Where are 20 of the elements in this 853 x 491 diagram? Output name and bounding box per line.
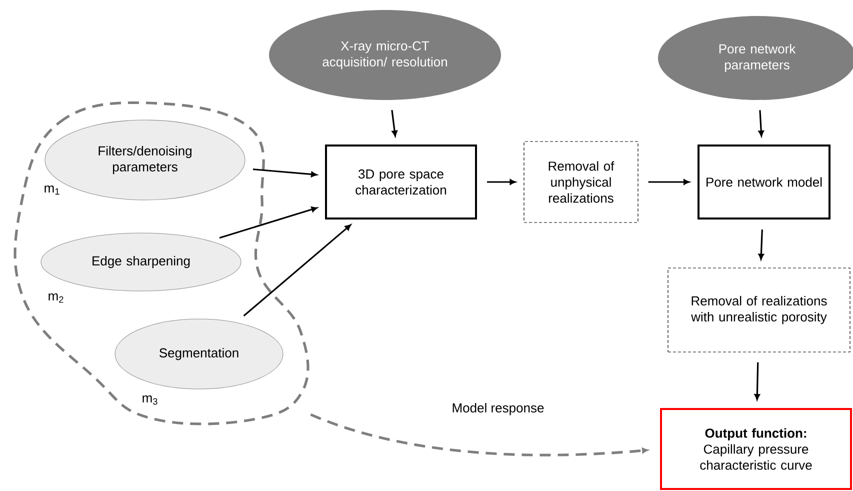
subscript-label: m$_{3}$	[142, 395, 158, 405]
arrow	[487, 179, 516, 185]
arrow	[758, 229, 764, 260]
subscript-label: m$_{2}$	[48, 293, 64, 303]
dashed-outline	[14, 101, 310, 426]
process-box: Pore network model	[698, 144, 830, 220]
process-box: Removal of realizations with unrealistic porosity	[668, 268, 850, 352]
arrow	[219, 206, 318, 239]
arrow	[754, 362, 760, 400]
arrow	[252, 168, 317, 178]
arrow	[243, 224, 352, 316]
output-box: Output function: Capillary pressure characteristic curve	[660, 408, 852, 490]
arrow	[758, 110, 764, 136]
arrow	[310, 413, 648, 456]
process-box: Removal of unphysical realizations	[524, 141, 638, 223]
edge-label: Model response	[450, 400, 546, 418]
arrow	[391, 110, 398, 137]
subscript-label: m$_{1}$	[44, 185, 60, 195]
arrow	[648, 179, 690, 185]
process-box: 3D pore space characterization	[325, 144, 477, 220]
